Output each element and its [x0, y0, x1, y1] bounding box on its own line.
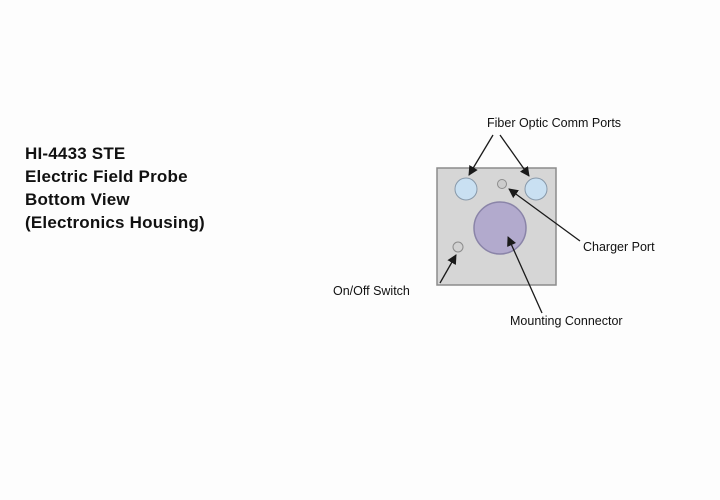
charger-port-label: Charger Port [583, 240, 655, 254]
title-line-device: Electric Field Probe [25, 167, 188, 186]
mounting-connector-circle [473, 201, 527, 255]
fiber-optic-ports-label: Fiber Optic Comm Ports [487, 116, 622, 130]
on-off-switch-arrow [439, 254, 457, 284]
title-line-model: HI-4433 STE [25, 144, 126, 163]
fiber-port-left-arrow [468, 134, 494, 176]
fiber-optic-port-right [524, 177, 548, 201]
title-line-view: Bottom View [25, 190, 130, 209]
mounting-connector-label: Mounting Connector [510, 314, 623, 328]
on-off-switch-circle [452, 241, 464, 253]
fiber-port-right-arrow [499, 134, 530, 177]
title-line-housing: (Electronics Housing) [25, 213, 205, 232]
on-off-switch-label: On/Off Switch [333, 284, 410, 298]
charger-port-arrow [508, 188, 581, 242]
fiber-optic-port-left [454, 177, 478, 201]
charger-port-circle [497, 179, 507, 189]
diagram-title: HI-4433 STE Electric Field Probe Bottom … [25, 142, 205, 234]
mounting-connector-arrow [507, 236, 543, 314]
